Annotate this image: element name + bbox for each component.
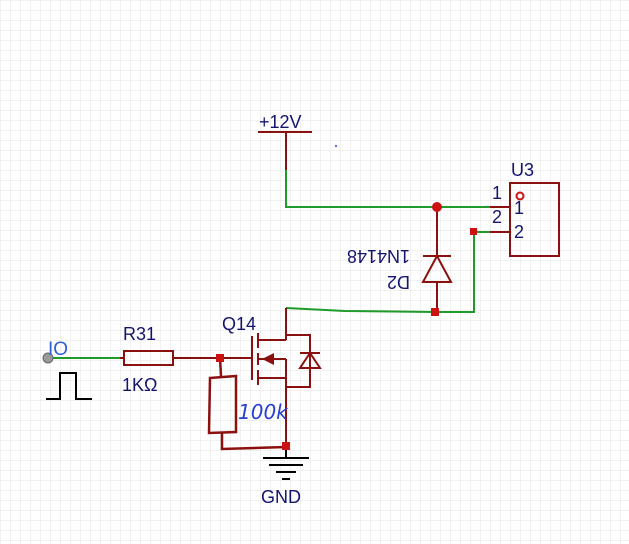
supply-label: +12V: [259, 112, 302, 132]
pin2-outer-label: 2: [492, 207, 502, 227]
resistor-r31[interactable]: R31 1KΩ: [120, 324, 220, 395]
junction-dot: [431, 308, 439, 316]
io-label: IO: [48, 339, 68, 360]
junction-dot: [470, 228, 477, 235]
junction-dot: [282, 442, 290, 450]
pin2-inner-label: 2: [514, 222, 524, 242]
resistor-ref: R31: [123, 324, 156, 344]
ground-symbol[interactable]: GND: [261, 446, 309, 507]
resistor-value: 1KΩ: [122, 375, 157, 395]
junctions: [216, 202, 477, 450]
diode-d2[interactable]: D2 1N4148: [347, 207, 453, 312]
wire-supply-to-node: [285, 170, 437, 208]
pulse-waveform-icon: [46, 372, 92, 400]
junction-dot: [432, 202, 442, 212]
wire-drain-to-anode: [285, 307, 436, 313]
stray-dot: [335, 145, 337, 147]
io-input[interactable]: IO: [42, 339, 92, 400]
handdrawn-resistor[interactable]: 100k: [207, 357, 289, 451]
diode-ref: D2: [387, 272, 410, 292]
pin1-outer-label: 1: [492, 183, 502, 203]
junction-dot: [216, 354, 224, 362]
supply-symbol[interactable]: +12V: [258, 112, 312, 170]
mosfet-q14[interactable]: Q14: [220, 308, 322, 446]
diode-part: 1N4148: [347, 246, 410, 266]
connector-u3[interactable]: U3 1 2 1 2: [490, 160, 560, 257]
ground-label: GND: [261, 487, 301, 507]
pin1-inner-label: 1: [514, 198, 524, 218]
connector-ref: U3: [511, 160, 534, 180]
handwritten-value: 100k: [238, 400, 289, 424]
transistor-ref: Q14: [222, 314, 256, 334]
io-port-icon: [42, 352, 54, 364]
pin1-marker-icon: [515, 191, 525, 201]
